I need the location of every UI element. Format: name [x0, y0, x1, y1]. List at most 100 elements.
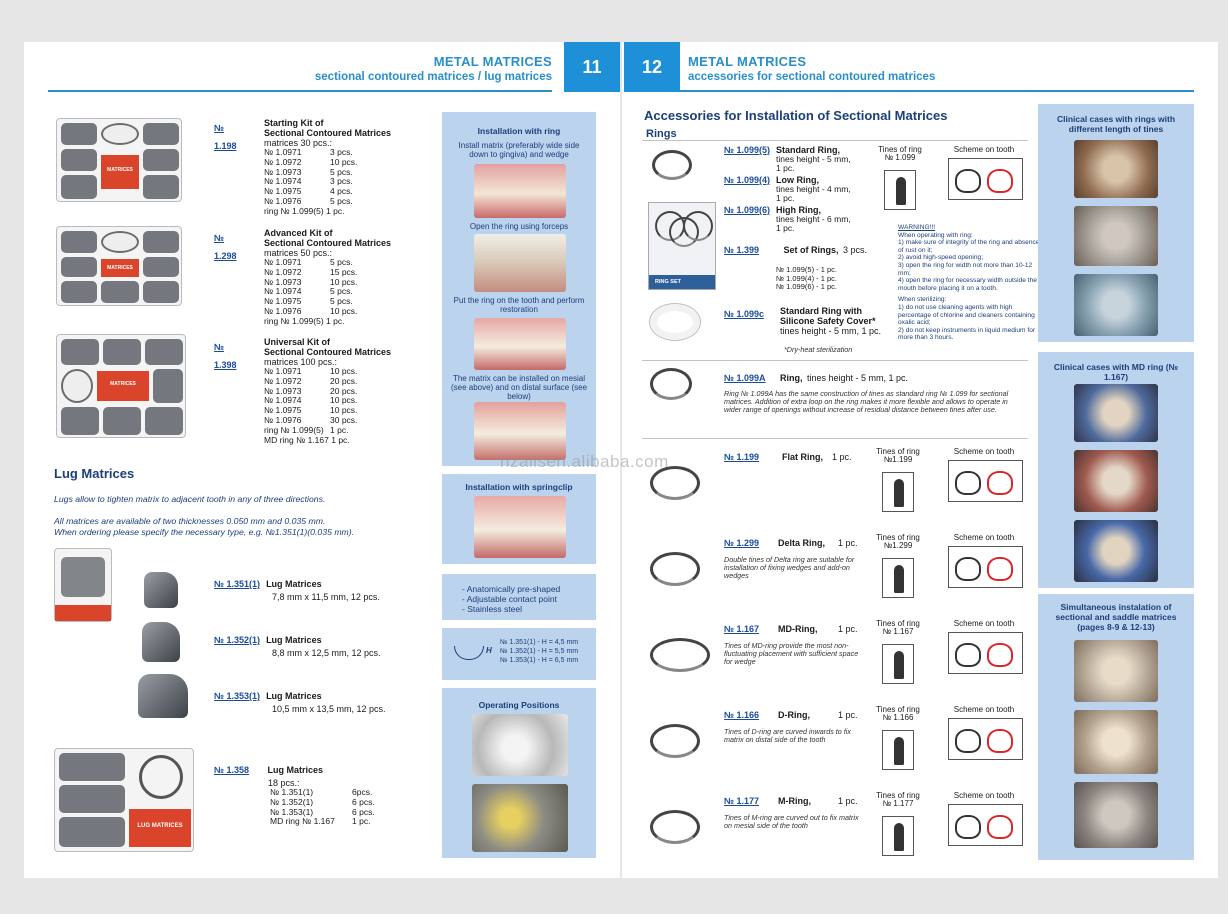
- item-qty: 5 pcs.: [330, 195, 353, 206]
- product-ref[interactable]: № 1.099c: [724, 309, 765, 319]
- features-list: - Anatomically pre-shaped- Adjustable co…: [462, 584, 596, 614]
- ring-row: № 1.099(6)High Ring,tines height - 6 mm,…: [724, 205, 851, 233]
- clinical-photo: [1074, 206, 1158, 266]
- tines-label: Tines of ring: [876, 533, 920, 542]
- feature-item: - Stainless steel: [462, 604, 522, 614]
- scheme-label: Scheme on tooth: [953, 447, 1015, 456]
- product-ref[interactable]: № 1.099(6): [724, 205, 771, 215]
- item-qty: 20 pcs.: [330, 375, 358, 386]
- product-ref[interactable]: № 1.199: [724, 452, 760, 462]
- product-ref[interactable]: № 1.351(1): [214, 579, 261, 589]
- ring-note: Tines of MD-ring provide the most non-fl…: [724, 641, 859, 666]
- step-photo: [474, 164, 566, 218]
- page-title: METAL MATRICES: [433, 54, 552, 69]
- feature-item: - Anatomically pre-shaped: [462, 584, 561, 594]
- product-ref[interactable]: № 1.398: [214, 342, 237, 370]
- step-photo: [474, 496, 566, 558]
- product-ref[interactable]: № 1.353(1): [214, 691, 261, 701]
- ring-image: [652, 150, 692, 180]
- product-name: M-Ring,: [778, 796, 811, 806]
- scheme-diagram: [948, 632, 1023, 674]
- warning-text: WARNING!!!When operating with ring:1) ma…: [898, 224, 1040, 342]
- product-qty: 1 pc.: [776, 163, 795, 173]
- ring-info: High Ring,tines height - 6 mm,1 pc.: [776, 206, 866, 233]
- ring-note: Tines of M-ring are curved out to fix ma…: [724, 813, 859, 830]
- item-qty: 10 pcs.: [330, 156, 358, 167]
- product-ref[interactable]: № 1.177: [724, 796, 760, 806]
- warning-line: 4) open the ring for necessary width out…: [898, 277, 1037, 292]
- panel-title: Installation with ring: [477, 126, 561, 136]
- installation-springclip-panel: Installation with springclip: [442, 474, 596, 564]
- header-rule: [680, 90, 1194, 92]
- product-name: High Ring,: [776, 205, 821, 215]
- installation-ring-panel: Installation with ring Install matrix (p…: [442, 112, 596, 466]
- section-heading: Accessories for Installation of Sectiona…: [644, 108, 948, 123]
- kit-count: matrices 50 pcs.:: [264, 248, 333, 258]
- header-rule: [48, 90, 552, 92]
- product-ref[interactable]: № 1.099A: [724, 373, 766, 383]
- watermark: hzalisen.alibaba.com: [500, 452, 669, 471]
- clinical-photo: [1074, 274, 1158, 336]
- cover-row: № 1.099c Standard Ring with Silicone Saf…: [724, 304, 881, 336]
- lug-heading: Lug Matrices: [54, 466, 135, 481]
- step-photo: [474, 318, 566, 370]
- scheme-diagram: [948, 546, 1023, 588]
- product-ref[interactable]: № 1.099(5): [724, 145, 771, 155]
- item-qty: 5 pcs.: [330, 286, 353, 297]
- product-ref[interactable]: № 1.399: [724, 245, 760, 255]
- product-ref[interactable]: № 1.299: [724, 538, 760, 548]
- product-ref[interactable]: № 1.358: [214, 765, 250, 775]
- clinical-rings-panel: Clinical cases with rings with different…: [1038, 104, 1194, 342]
- ring-info: Low Ring,tines height - 4 mm,1 pc.: [776, 176, 866, 203]
- product-name: Low Ring,: [776, 175, 819, 185]
- kit-name: Sectional Contoured Matrices: [264, 128, 392, 138]
- tines-image: [882, 730, 914, 770]
- kit-name: Universal Kit of: [264, 337, 331, 347]
- lug-kit-description: № 1.358 Lug Matrices 18 pcs.: № 1.351(1)…: [214, 760, 375, 827]
- product-ref[interactable]: № 1.298: [214, 233, 237, 261]
- item-ref: № 1.0974: [264, 395, 302, 406]
- product-ref[interactable]: № 1.352(1): [214, 635, 261, 645]
- kit-label: MATRICES: [101, 259, 139, 277]
- step-photo: [474, 234, 566, 292]
- kit-image: MATRICES: [56, 226, 182, 306]
- set-row: № 1.399 Set of Rings, 3 pcs. № 1.099(5) …: [724, 240, 867, 292]
- item-qty: 3 pcs.: [330, 147, 353, 157]
- item-ref: № 1.0976: [264, 414, 302, 425]
- tines-ref: №1.299: [883, 541, 913, 550]
- product-ref[interactable]: № 1.198: [214, 123, 237, 151]
- scheme-label: Scheme on tooth: [953, 791, 1015, 800]
- product-name: Ring,: [780, 373, 803, 383]
- cover-note: *Dry-heat sterilization: [784, 345, 853, 354]
- ring-info: Standard Ring,tines height - 5 mm,1 pc.: [776, 146, 866, 173]
- box-label: RING SET: [649, 275, 715, 289]
- divider: [642, 360, 1028, 361]
- clinical-photo: [1074, 710, 1158, 774]
- product-ref[interactable]: № 1.166: [724, 710, 760, 720]
- item-qty: 15 pcs.: [330, 266, 358, 277]
- product-ref[interactable]: № 1.099(4): [724, 175, 771, 185]
- product-name: Silicone Safety Cover*: [780, 316, 876, 326]
- item-ref: № 1.352(1): [270, 796, 314, 807]
- product-ref[interactable]: № 1.167: [724, 624, 760, 634]
- scheme-diagram: [948, 804, 1023, 846]
- tines-ref: № 1.167: [882, 627, 914, 636]
- product-name: Set of Rings,: [783, 245, 839, 255]
- item-qty: 4 pcs.: [330, 186, 353, 197]
- set-item: № 1.099(4) - 1 pc.: [776, 273, 837, 283]
- item-qty: 5 pcs.: [330, 296, 353, 307]
- item-ref: № 1.0971: [264, 366, 302, 376]
- item-ref: № 1.0974: [264, 286, 302, 297]
- item-ref: № 1.0975: [264, 296, 302, 307]
- kit-name: Lug Matrices: [267, 765, 324, 775]
